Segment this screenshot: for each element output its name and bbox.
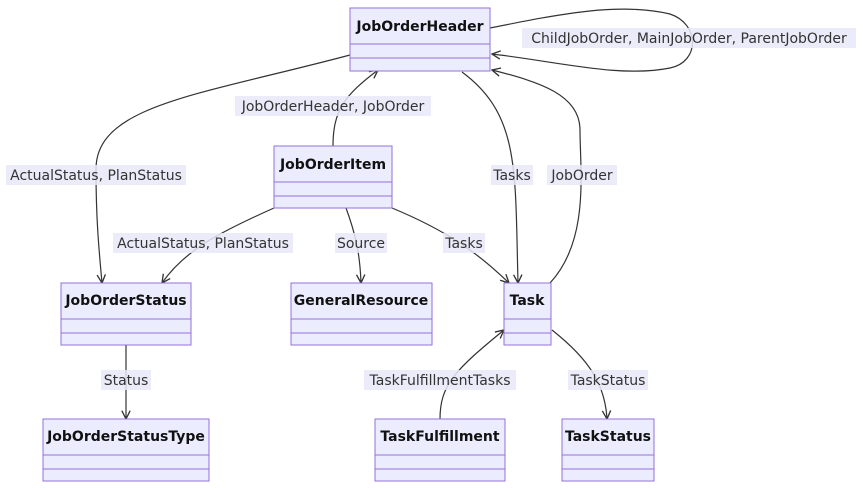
- class-name-task: Task: [510, 293, 546, 309]
- class-node-task-fulfillment: TaskFulfillment: [374, 418, 506, 482]
- edge-label-fulfillment-to-task-text: TaskFulfillmentTasks: [369, 373, 511, 389]
- edge-label-item-to-resource: Source: [335, 233, 387, 253]
- edge-header-to-task: [461, 71, 518, 283]
- class-node-task-status: TaskStatus: [561, 418, 655, 482]
- edge-label-item-to-header-text: JobOrderHeader, JobOrder: [241, 99, 425, 115]
- class-name-job-order-status-type: JobOrderStatusType: [46, 429, 205, 445]
- class-name-general-resource: GeneralResource: [294, 293, 429, 309]
- edge-label-header-to-task-text: Tasks: [492, 168, 531, 184]
- edge-label-task-to-header-text: JobOrder: [550, 168, 613, 184]
- edge-label-item-to-resource-text: Source: [337, 236, 385, 252]
- edge-label-jobstatus-to-type-text: Status: [104, 373, 149, 389]
- class-name-task-fulfillment: TaskFulfillment: [380, 429, 499, 445]
- edge-label-fulfillment-to-task: TaskFulfillmentTasks: [364, 370, 516, 390]
- class-name-task-status: TaskStatus: [565, 429, 651, 445]
- class-node-task: Task: [503, 282, 552, 346]
- edge-label-header-to-task: Tasks: [491, 165, 533, 185]
- edge-label-header-self-text: ChildJobOrder, MainJobOrder, ParentJobOr…: [531, 31, 847, 47]
- class-node-job-order-status-type: JobOrderStatusType: [42, 418, 210, 482]
- edge-task-to-header: [492, 70, 582, 284]
- edge-label-item-to-task-text: Tasks: [444, 236, 483, 252]
- edge-label-header-to-jobstatus: ActualStatus, PlanStatus: [6, 165, 186, 185]
- edge-label-task-to-taskstatus-text: TaskStatus: [570, 373, 646, 389]
- edge-label-header-to-jobstatus-text: ActualStatus, PlanStatus: [10, 168, 182, 184]
- edge-label-task-to-taskstatus: TaskStatus: [568, 370, 648, 390]
- class-name-job-order-item: JobOrderItem: [279, 157, 386, 173]
- edge-label-item-to-task: Tasks: [443, 233, 485, 253]
- class-node-general-resource: GeneralResource: [290, 282, 433, 346]
- class-name-job-order-header: JobOrderHeader: [355, 19, 483, 35]
- edge-label-item-to-header: JobOrderHeader, JobOrder: [235, 96, 431, 116]
- edge-header-to-jobstatus: [95, 54, 351, 283]
- edge-label-item-to-jobstatus-text: ActualStatus, PlanStatus: [117, 236, 289, 252]
- edge-label-header-self: ChildJobOrder, MainJobOrder, ParentJobOr…: [522, 28, 856, 48]
- class-node-job-order-item: JobOrderItem: [273, 145, 393, 209]
- class-name-job-order-status: JobOrderStatus: [64, 293, 186, 309]
- edge-label-task-to-header: JobOrder: [547, 165, 617, 185]
- class-node-job-order-status: JobOrderStatus: [60, 282, 192, 346]
- class-node-job-order-header: JobOrderHeader: [349, 7, 491, 72]
- edge-label-jobstatus-to-type: Status: [101, 370, 151, 390]
- edge-label-item-to-jobstatus: ActualStatus, PlanStatus: [113, 233, 293, 253]
